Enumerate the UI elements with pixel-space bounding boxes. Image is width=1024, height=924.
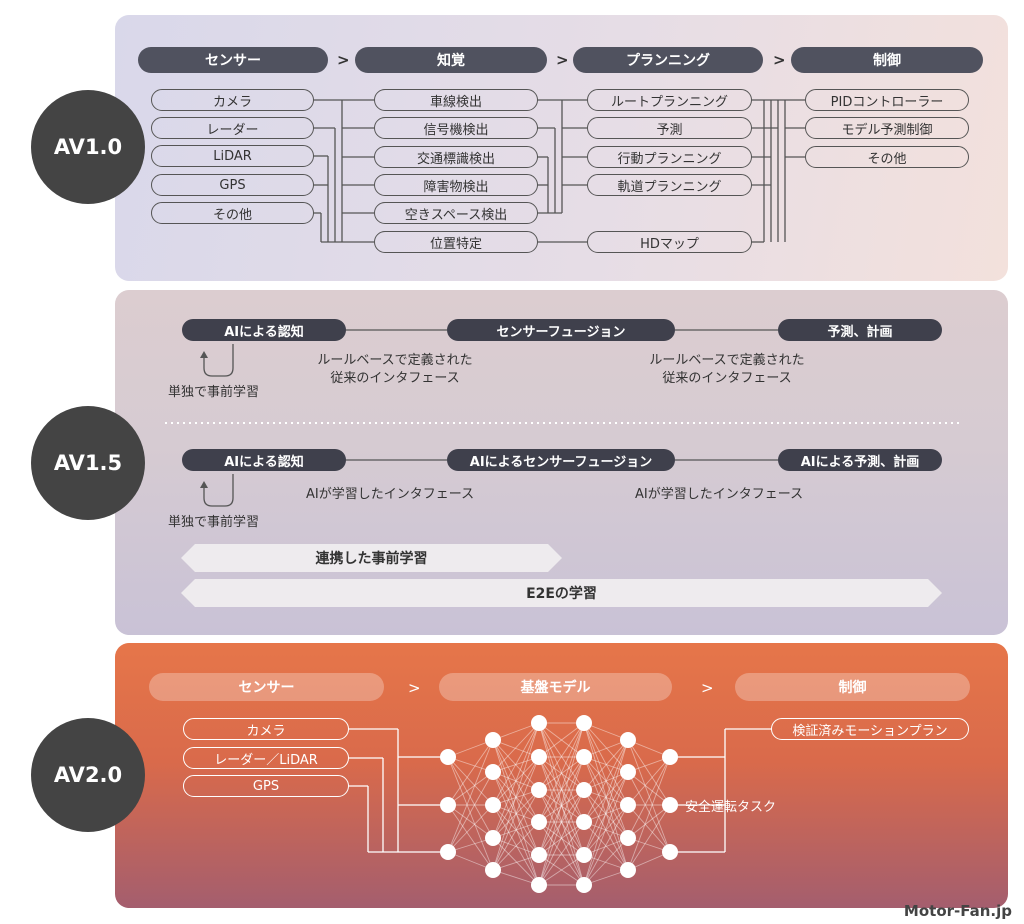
- perception-obstacle: 障害物検出: [374, 174, 538, 196]
- av15-top-node-ai-perception: AIによる認知: [182, 319, 346, 341]
- neural-net-node: [440, 749, 456, 765]
- sensor-camera: カメラ: [151, 89, 314, 111]
- av20-header-sensor: センサー: [149, 673, 384, 701]
- neural-net-node: [662, 844, 678, 860]
- control-pid: PIDコントローラー: [805, 89, 969, 111]
- neural-net-node: [576, 814, 592, 830]
- av15-bottom-solo-note: 単独で事前学習: [168, 515, 260, 530]
- av20-header-foundation-model: 基盤モデル: [439, 673, 672, 701]
- av20-output-motion-plan: 検証済みモーションプラン: [771, 718, 969, 740]
- av15-top-note-2: ルールベースで定義された 従来のインタフェース: [649, 353, 805, 386]
- neural-net-node: [662, 797, 678, 813]
- av15-top-node-fusion: センサーフュージョン: [447, 319, 675, 341]
- av15-bottom-node-ai-fusion: AIによるセンサーフュージョン: [447, 449, 675, 471]
- av15-bottom-note-2: AIが学習したインタフェース: [635, 487, 804, 502]
- perception-localization: 位置特定: [374, 231, 538, 253]
- chevron-right-icon: >: [556, 51, 569, 69]
- neural-net-node: [576, 782, 592, 798]
- neural-net-node: [485, 764, 501, 780]
- planning-behavior: 行動プランニング: [587, 146, 752, 168]
- av15-top-node-planning: 予測、計画: [778, 319, 942, 341]
- neural-net-node: [620, 732, 636, 748]
- neural-net-node: [531, 814, 547, 830]
- neural-net-node: [485, 830, 501, 846]
- av20-label: AV2.0: [31, 718, 145, 832]
- av10-label: AV1.0: [31, 90, 145, 204]
- sensor-radar: レーダー: [151, 117, 314, 139]
- av10-header-sensor: センサー: [138, 47, 328, 73]
- planning-trajectory: 軌道プランニング: [587, 174, 752, 196]
- neural-net-node: [531, 847, 547, 863]
- planning-prediction: 予測: [587, 117, 752, 139]
- neural-net-node: [485, 862, 501, 878]
- chevron-right-icon: >: [773, 51, 786, 69]
- perception-free-space: 空きスペース検出: [374, 202, 538, 224]
- av20-input-radar-lidar: レーダー／LiDAR: [183, 747, 349, 769]
- av10-header-perception: 知覚: [355, 47, 547, 73]
- watermark: Motor-Fan.jp: [903, 902, 1012, 920]
- neural-net-node: [620, 862, 636, 878]
- planning-route: ルートプランニング: [587, 89, 752, 111]
- control-other: その他: [805, 146, 969, 168]
- perception-signal: 信号機検出: [374, 117, 538, 139]
- perception-lane: 車線検出: [374, 89, 538, 111]
- neural-net-node: [662, 749, 678, 765]
- control-mpc: モデル予測制御: [805, 117, 969, 139]
- neural-net-node: [576, 715, 592, 731]
- neural-net-node: [576, 749, 592, 765]
- neural-net-node: [485, 732, 501, 748]
- chevron-right-icon: >: [408, 679, 421, 697]
- sensor-other: その他: [151, 202, 314, 224]
- av15-bottom-note-1: AIが学習したインタフェース: [306, 487, 475, 502]
- neural-net-node: [576, 847, 592, 863]
- av15-label: AV1.5: [31, 406, 145, 520]
- av15-bottom-node-ai-planning: AIによる予測、計画: [778, 449, 942, 471]
- av15-bottom-node-ai-perception: AIによる認知: [182, 449, 346, 471]
- neural-net-node: [576, 877, 592, 893]
- sensor-lidar: LiDAR: [151, 145, 314, 167]
- neural-net-node: [485, 797, 501, 813]
- av15-top-solo-note: 単独で事前学習: [168, 385, 260, 400]
- planning-hd-map: HDマップ: [587, 231, 752, 253]
- av20-header-control: 制御: [735, 673, 970, 701]
- chevron-right-icon: >: [337, 51, 350, 69]
- av15-top-note-1: ルールベースで定義された 従来のインタフェース: [317, 353, 473, 386]
- band-e2e-training: E2Eの学習: [526, 586, 597, 602]
- neural-net-node: [620, 764, 636, 780]
- perception-sign: 交通標識検出: [374, 146, 538, 168]
- av20-input-gps: GPS: [183, 775, 349, 797]
- av10-header-planning: プランニング: [573, 47, 763, 73]
- neural-net-node: [440, 797, 456, 813]
- av20-task-label: 安全運転タスク: [685, 800, 777, 815]
- neural-net-node: [531, 749, 547, 765]
- av10-header-control: 制御: [791, 47, 983, 73]
- neural-net-node: [531, 877, 547, 893]
- neural-net-node: [440, 844, 456, 860]
- band-joint-pretraining: 連携した事前学習: [315, 551, 428, 567]
- av20-input-camera: カメラ: [183, 718, 349, 740]
- neural-net-node: [531, 715, 547, 731]
- neural-net-node: [620, 830, 636, 846]
- neural-net-node: [620, 797, 636, 813]
- chevron-right-icon: >: [701, 679, 714, 697]
- neural-net-node: [531, 782, 547, 798]
- sensor-gps: GPS: [151, 174, 314, 196]
